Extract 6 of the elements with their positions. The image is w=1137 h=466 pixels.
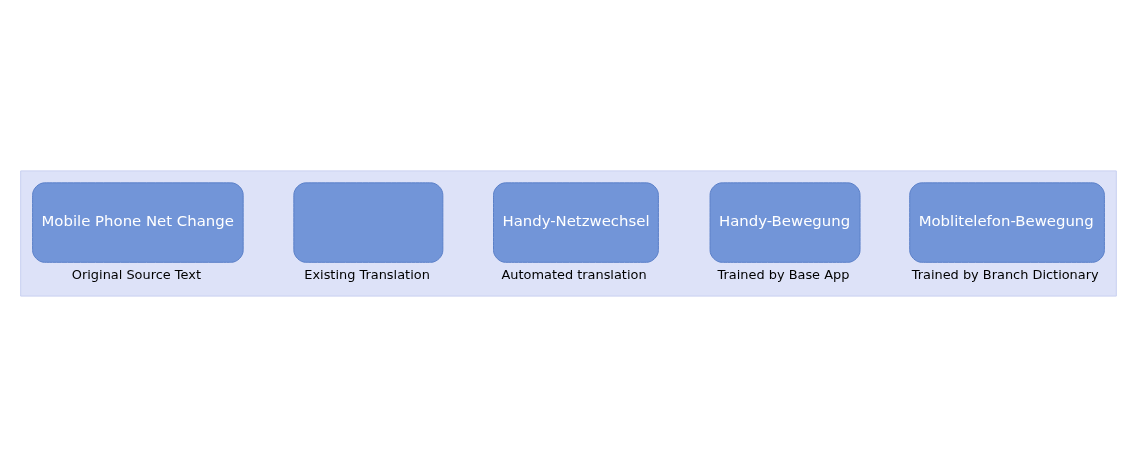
node-label: Existing Translation — [304, 266, 430, 282]
node-label: Original Source Text — [71, 266, 201, 282]
cluster — [20, 169, 1117, 297]
node-label: Trained by Base App — [717, 266, 850, 282]
node-label: Trained by Branch Dictionary — [911, 266, 1099, 282]
node-label: Automated translation — [501, 266, 647, 282]
